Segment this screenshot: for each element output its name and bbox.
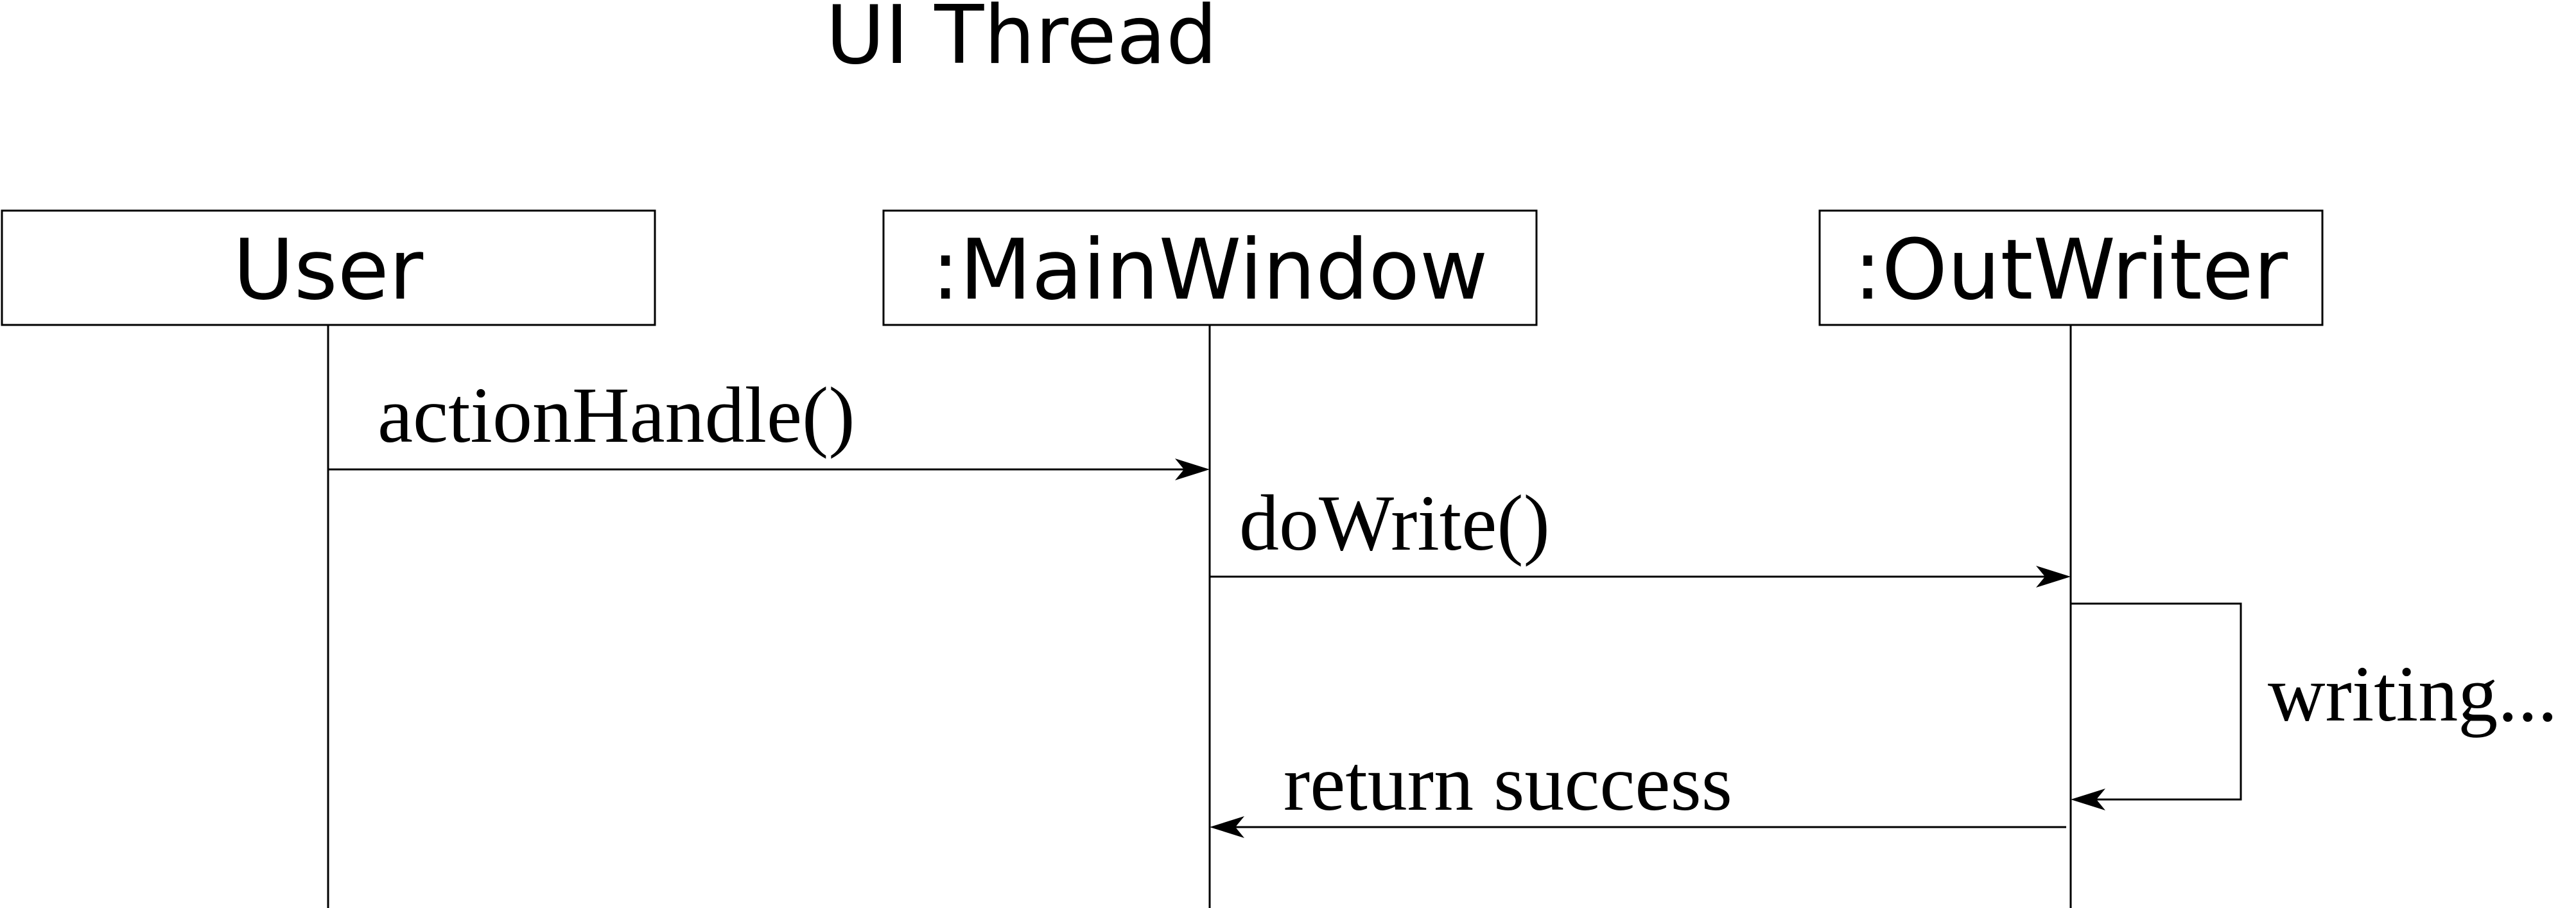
message-return-success: return success — [1210, 739, 2066, 838]
arrow-head — [1210, 816, 1244, 838]
message-writing-self-call: writing... — [2071, 602, 2557, 810]
participant-box — [882, 209, 1538, 326]
participant-label: :OutWriter — [1854, 221, 2288, 319]
arrow-head — [2036, 566, 2071, 588]
message-action-handle: actionHandle() — [328, 371, 1210, 480]
participant-box — [1, 209, 656, 326]
diagram-title: UI Thread — [826, 0, 1217, 82]
message-label: doWrite() — [1239, 479, 1550, 567]
message-do-write: doWrite() — [1210, 479, 2071, 588]
message-label: return success — [1284, 739, 1732, 827]
participant-outwriter: :OutWriter — [1818, 209, 2324, 326]
participant-mainwindow: :MainWindow — [882, 209, 1538, 326]
arrow-head — [2071, 789, 2105, 810]
participant-label: User — [233, 221, 424, 319]
arrow-head — [1175, 458, 1210, 480]
participant-label: :MainWindow — [932, 221, 1488, 319]
message-label: actionHandle() — [378, 371, 855, 459]
participant-user: User — [1, 209, 656, 326]
self-call-line — [2071, 602, 2242, 801]
message-label: writing... — [2268, 650, 2557, 738]
participant-box — [1818, 209, 2324, 326]
